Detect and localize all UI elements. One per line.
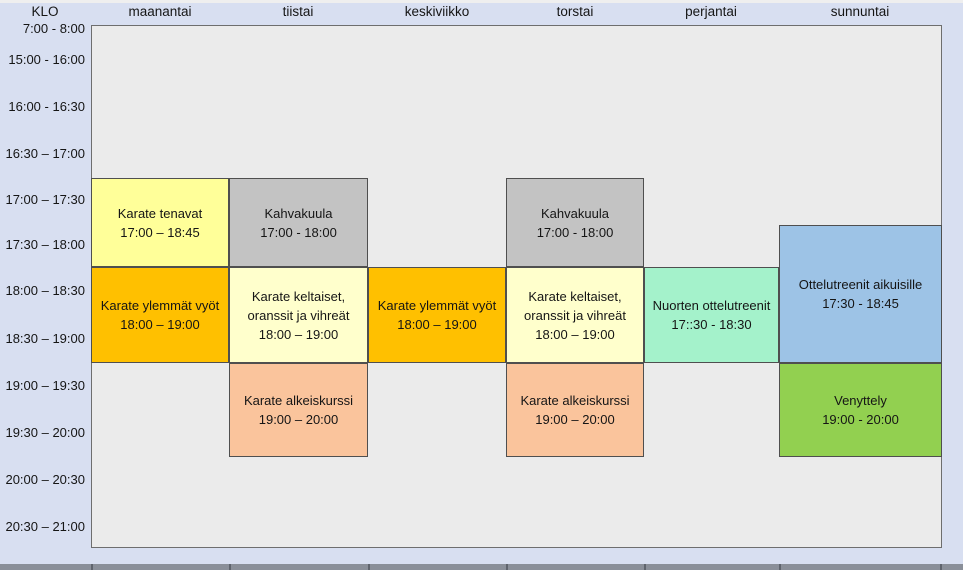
- event-time: 19:00 – 20:00: [535, 412, 615, 427]
- event-time: 18:00 – 19:00: [397, 317, 477, 332]
- day-header-maanantai: maanantai: [128, 4, 192, 19]
- event-time: 17::30 - 18:30: [671, 317, 752, 332]
- event-title: Karate ylemmät vyöt: [100, 298, 220, 313]
- time-slot-label: 20:00 – 20:30: [5, 472, 85, 487]
- time-slot-label: 7:00 - 8:00: [22, 21, 85, 36]
- event-title: Karate keltaiset, oranssit ja vihreät: [524, 288, 626, 323]
- klo-header: KLO: [31, 4, 59, 19]
- window-bottom-edge: [0, 564, 963, 570]
- event-time: 18:00 – 19:00: [120, 317, 200, 332]
- event-time: 18:00 – 19:00: [535, 326, 615, 342]
- event-title: Karate alkeiskurssi: [243, 393, 354, 408]
- column-tick-mark: [368, 564, 370, 570]
- event-title: Karate ylemmät vyöt: [377, 298, 497, 313]
- event-title: Venyttely: [834, 393, 887, 408]
- column-tick-mark: [91, 564, 93, 570]
- event-time: 17:00 – 18:45: [120, 224, 200, 240]
- column-tick-mark: [644, 564, 646, 570]
- event-title: Kahvakuula: [541, 205, 609, 221]
- time-slot-label: 16:00 - 16:30: [8, 99, 85, 114]
- column-tick-mark: [940, 564, 942, 570]
- event-karate-ylemmat-vyot-keskiviikko: Karate ylemmät vyöt 18:00 – 19:00: [368, 267, 506, 363]
- column-tick-mark: [506, 564, 508, 570]
- time-slot-label: 19:30 – 20:00: [5, 425, 85, 440]
- column-tick-mark: [229, 564, 231, 570]
- time-slot-label: 18:00 – 18:30: [5, 283, 85, 298]
- event-karate-ylemmat-vyot-maanantai: Karate ylemmät vyöt 18:00 – 19:00: [91, 267, 229, 363]
- time-slot-label: 15:00 - 16:00: [8, 52, 85, 67]
- event-time: 17:30 - 18:45: [822, 296, 899, 311]
- event-title: Karate keltaiset, oranssit ja vihreät: [247, 288, 350, 323]
- event-karate-tenavat-maanantai: Karate tenavat 17:00 – 18:45: [91, 178, 229, 267]
- event-title: Ottelutreenit aikuisille: [798, 277, 923, 292]
- event-time: 18:00 – 19:00: [258, 326, 339, 342]
- time-slot-label: 17:30 – 18:00: [5, 237, 85, 252]
- time-slot-label: 16:30 – 17:00: [5, 146, 85, 161]
- event-time: 17:00 - 18:00: [536, 224, 614, 240]
- event-title: Karate tenavat: [117, 205, 203, 221]
- event-karate-keltaiset-torstai: Karate keltaiset, oranssit ja vihreät 18…: [506, 267, 644, 363]
- event-nuorten-ottelutreenit-perjantai: Nuorten ottelutreenit 17::30 - 18:30: [644, 267, 779, 363]
- event-kahvakuula-tiistai: Kahvakuula 17:00 - 18:00: [229, 178, 368, 267]
- event-kahvakuula-torstai: Kahvakuula 17:00 - 18:00: [506, 178, 644, 267]
- window-top-edge: [0, 0, 963, 3]
- event-title: Karate alkeiskurssi: [520, 393, 630, 408]
- event-venyttely-sunnuntai: Venyttely 19:00 - 20:00: [779, 363, 942, 457]
- time-slot-label: 20:30 – 21:00: [5, 519, 85, 534]
- day-header-tiistai: tiistai: [282, 4, 314, 19]
- event-title: Nuorten ottelutreenit: [652, 298, 771, 313]
- day-header-torstai: torstai: [556, 4, 594, 19]
- event-karate-alkeiskurssi-tiistai: Karate alkeiskurssi 19:00 – 20:00: [229, 363, 368, 457]
- time-slot-label: 19:00 – 19:30: [5, 378, 85, 393]
- event-karate-alkeiskurssi-torstai: Karate alkeiskurssi 19:00 – 20:00: [506, 363, 644, 457]
- event-karate-keltaiset-tiistai: Karate keltaiset, oranssit ja vihreät 18…: [229, 267, 368, 363]
- day-header-keskiviikko: keskiviikko: [404, 4, 470, 19]
- day-header-perjantai: perjantai: [685, 4, 737, 19]
- time-slot-label: 18:30 – 19:00: [5, 331, 85, 346]
- event-time: 17:00 - 18:00: [260, 224, 337, 240]
- column-tick-mark: [779, 564, 781, 570]
- day-header-sunnuntai: sunnuntai: [830, 4, 890, 19]
- time-slot-label: 17:00 – 17:30: [5, 192, 85, 207]
- event-time: 19:00 - 20:00: [822, 412, 899, 427]
- event-time: 19:00 – 20:00: [258, 412, 339, 427]
- event-title: Kahvakuula: [264, 205, 333, 221]
- event-ottelutreenit-aikuisille-sunnuntai: Ottelutreenit aikuisille 17:30 - 18:45: [779, 225, 942, 363]
